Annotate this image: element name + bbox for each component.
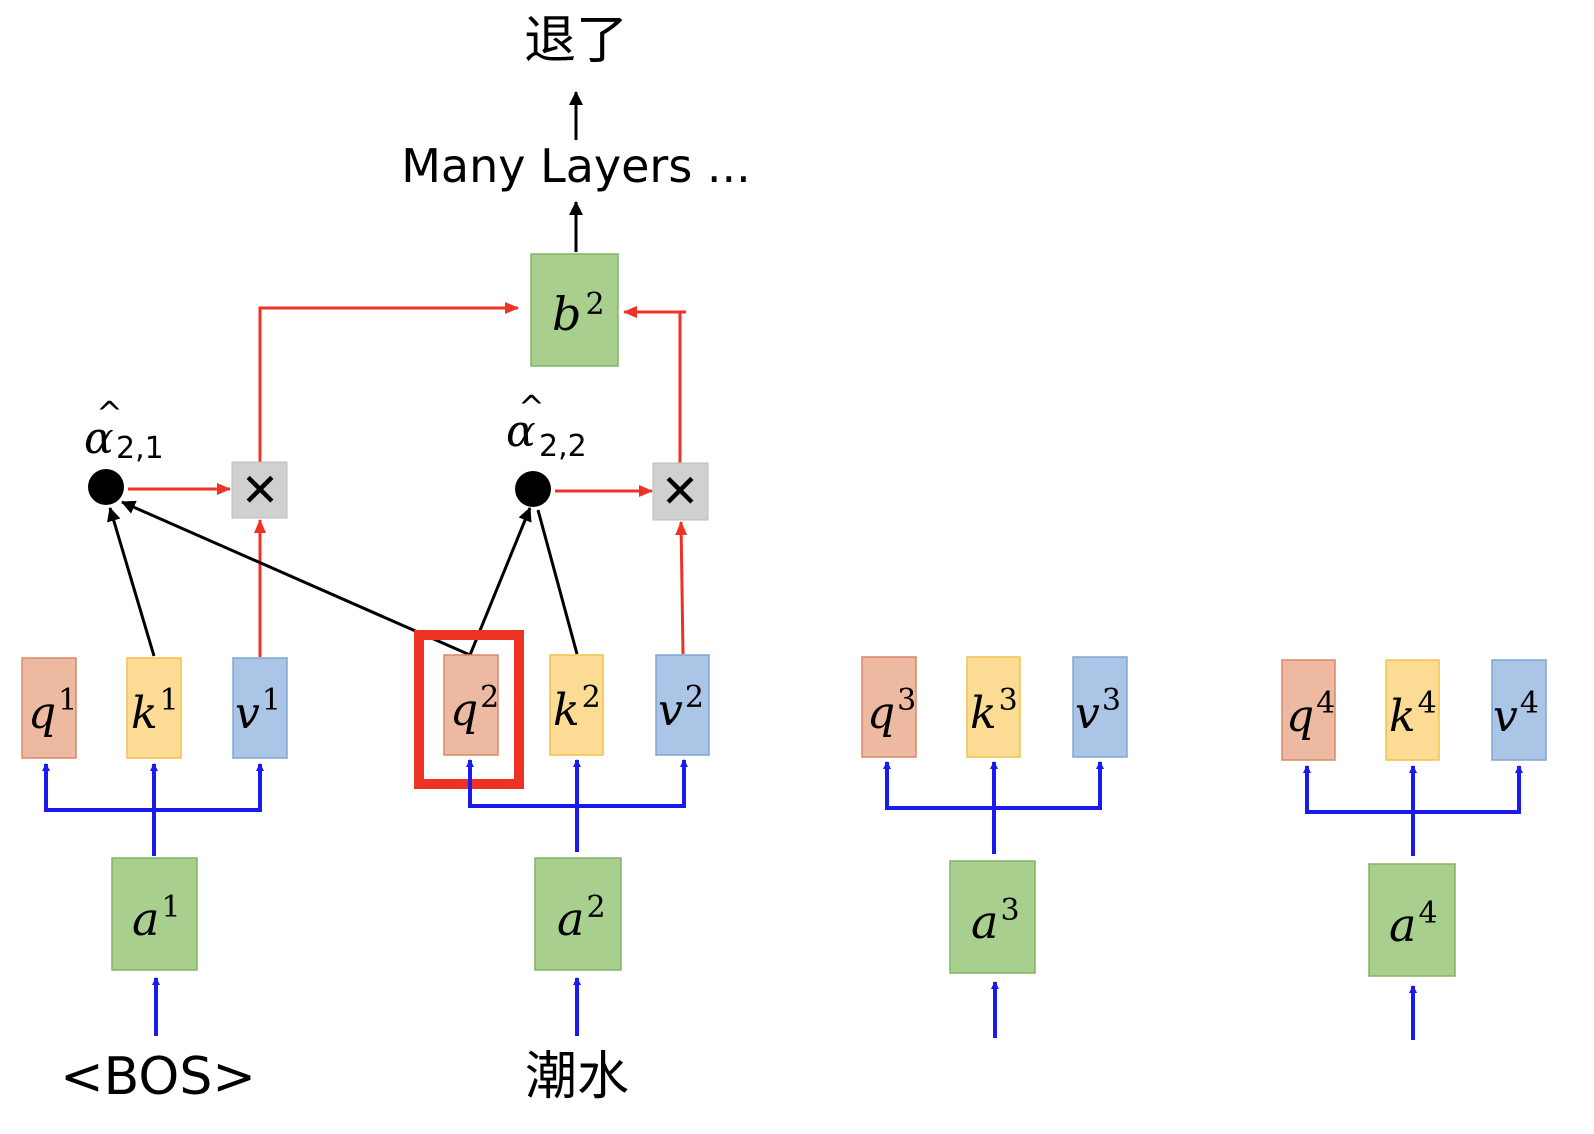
value-box-v2 (655, 654, 710, 756)
svg-text:k3: k3 (970, 683, 1018, 739)
svg-text:^: ^ (518, 388, 545, 426)
token-group-3: q3 k3 v3 a3 (861, 656, 1128, 1038)
key-box-k3 (966, 656, 1021, 758)
input-box-a2 (534, 857, 622, 971)
many-layers-label: Many Layers ... (401, 139, 751, 193)
query-box-q4 (1281, 659, 1336, 761)
svg-text:α: α (506, 406, 536, 457)
svg-text:q4: q4 (1286, 686, 1335, 742)
svg-text:v4: v4 (1493, 686, 1539, 742)
alpha-2-1-dot (88, 469, 124, 505)
svg-text:k2: k2 (553, 680, 601, 736)
key-box-k4 (1385, 659, 1440, 761)
svg-text:2,1: 2,1 (116, 431, 164, 466)
token-group-1: q1 k1 v1 a1 <BOS> (21, 657, 288, 1107)
value-box-v1 (232, 657, 288, 759)
query-box-q3 (861, 656, 917, 758)
token-group-4: q4 k4 v4 a4 (1281, 659, 1547, 1040)
black-arrow-q2-to-alpha1 (121, 500, 471, 657)
input-box-a4 (1368, 863, 1456, 977)
multiply-box-1: ✕ (231, 461, 288, 519)
svg-text:q2: q2 (450, 680, 499, 736)
black-arrow-k2-to-alpha2 (536, 509, 579, 655)
black-arrow-k1-to-alpha1 (106, 507, 156, 657)
multiply-icon: ✕ (661, 464, 700, 518)
svg-text:q1: q1 (28, 683, 77, 739)
svg-text:q3: q3 (867, 683, 916, 739)
token-group-2: q2 k2 v2 a2 潮水 (414, 630, 710, 1107)
red-arrow-v2-to-mul2 (675, 521, 688, 655)
svg-text:α: α (84, 413, 114, 464)
key-box-k1 (126, 657, 182, 759)
red-path-mul1-to-b2 (258, 302, 519, 462)
alpha-2-1-label: α ^ 2,1 (84, 394, 164, 466)
svg-text:k4: k4 (1389, 686, 1437, 742)
svg-text:b2: b2 (552, 287, 605, 341)
svg-text:v3: v3 (1075, 683, 1121, 739)
multiply-icon: ✕ (241, 463, 280, 517)
svg-text:a4: a4 (1389, 896, 1438, 952)
svg-text:k1: k1 (131, 683, 179, 739)
value-box-v4 (1491, 659, 1547, 761)
input-box-a1 (111, 857, 198, 971)
svg-text:^: ^ (96, 394, 123, 432)
input-token-bos: <BOS> (60, 1047, 256, 1107)
alpha-2-2-label: α ^ 2,2 (506, 388, 587, 464)
svg-text:a2: a2 (557, 890, 606, 946)
svg-text:a1: a1 (132, 890, 181, 946)
input-box-a3 (949, 860, 1036, 974)
svg-text:a3: a3 (971, 893, 1020, 949)
query-box-q1 (21, 657, 77, 759)
key-box-k2 (549, 654, 604, 756)
multiply-box-2: ✕ (652, 462, 709, 521)
svg-text:2,2: 2,2 (539, 429, 587, 464)
query-box-q2 (443, 654, 499, 756)
input-token-2: 潮水 (525, 1047, 629, 1107)
output-token: 退了 (524, 11, 628, 71)
alpha-2-2-dot (515, 471, 551, 507)
value-box-v3 (1072, 656, 1128, 758)
svg-text:v2: v2 (658, 680, 704, 736)
svg-text:v1: v1 (235, 683, 281, 739)
red-path-mul2-to-b2 (678, 310, 686, 463)
